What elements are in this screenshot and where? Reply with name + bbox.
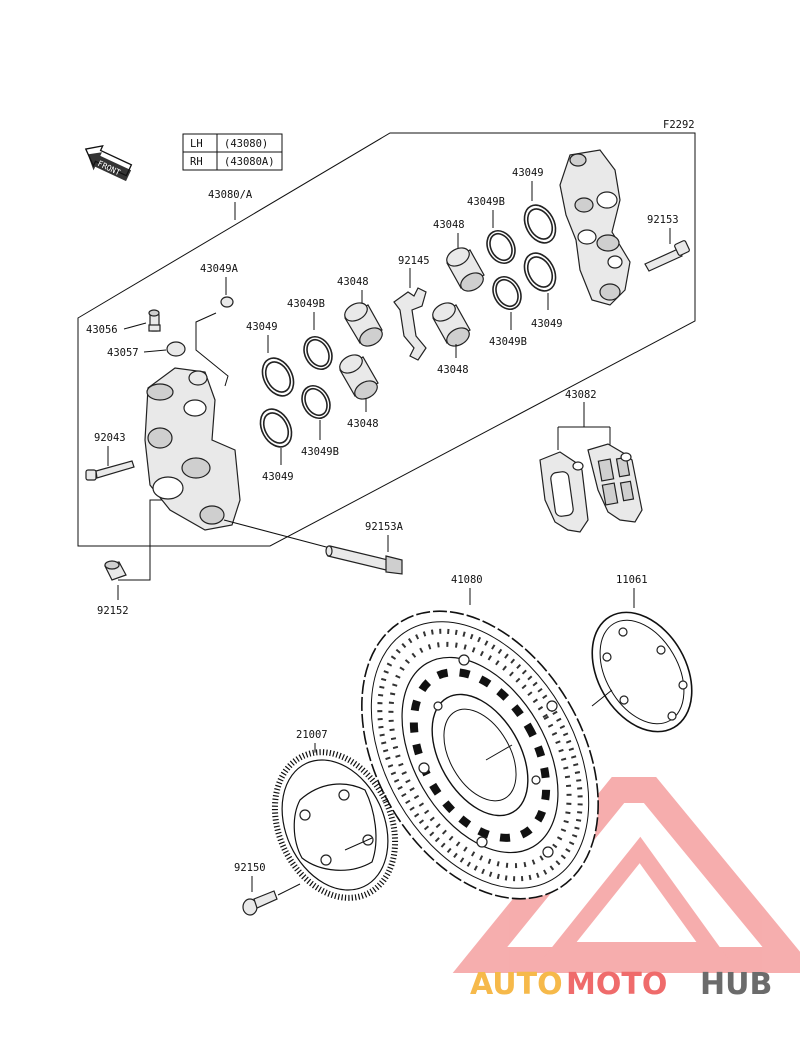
piston-seal-left-bottom-part	[259, 408, 293, 448]
label-piston-seal-left-bottom: 43049	[262, 471, 294, 483]
label-dust-seal-left-bottom: 43049B	[301, 446, 339, 458]
piston-left-top-part	[344, 302, 383, 347]
label-piston-left-bottom: 43048	[347, 418, 379, 430]
variant-part-rh: (43080A)	[224, 156, 275, 168]
dust-seal-right-top-part	[486, 229, 516, 265]
assembly-boundary	[77, 132, 696, 547]
variant-side-lh: LH	[190, 138, 203, 150]
left-caliper-body	[144, 367, 241, 531]
label-dust-seal-left-top: 43049B	[287, 298, 325, 310]
bolt-92043-part	[85, 460, 135, 481]
bleed-cap-part	[166, 341, 186, 357]
label-pin-92153a: 92153A	[365, 521, 404, 533]
watermark-text-hub: HUB	[700, 967, 772, 1002]
watermark-text: AUTO MOTO HUB	[470, 967, 772, 1002]
screw-92150-part	[242, 890, 278, 916]
piston-right-bottom-part	[432, 302, 471, 347]
watermark-text-moto: MOTO	[566, 967, 667, 1002]
piston-left-bottom-part	[339, 354, 379, 400]
watermark-text-auto: AUTO	[470, 967, 563, 1002]
piston-seal-right-top-part	[523, 204, 557, 244]
label-piston-left-top: 43048	[337, 276, 369, 288]
brake-pad-right-part	[587, 443, 643, 523]
label-piston-right-top: 43048	[433, 219, 465, 231]
piston-seal-right-bottom-part	[523, 252, 557, 292]
variant-part-lh: (43080)	[224, 138, 268, 150]
label-dust-seal-right-bottom: 43049B	[489, 336, 527, 348]
sensor-rotor-part	[271, 749, 399, 901]
label-piston-seal-left-top: 43049	[246, 321, 278, 333]
label-piston-right-bottom: 43048	[437, 364, 469, 376]
gasket-part	[591, 611, 693, 733]
label-sensor-rotor: 21007	[296, 729, 328, 741]
figure-code: F2292	[663, 119, 695, 131]
sleeve-92152-part	[104, 560, 127, 581]
right-caliper-body	[559, 149, 631, 306]
dust-seal-left-bottom-part	[301, 384, 331, 420]
label-bolt-92043: 92043	[94, 432, 126, 444]
dust-seal-left-top-part	[303, 335, 333, 371]
pin-92153a-part	[325, 545, 403, 575]
label-sleeve-92152: 92152	[97, 605, 129, 617]
dust-seal-right-bottom-part	[492, 275, 522, 311]
label-piston-seal-right-bottom: 43049	[531, 318, 563, 330]
label-screw-92150: 92150	[234, 862, 266, 874]
brake-pad-left-part	[539, 451, 589, 533]
label-bolt-92153: 92153	[647, 214, 679, 226]
label-bleed-valve: 43056	[86, 324, 118, 336]
label-brake-disc: 41080	[451, 574, 483, 586]
pad-spring-part	[393, 287, 427, 361]
piston-right-top-part	[446, 247, 485, 292]
label-bleed-cap: 43057	[107, 347, 139, 359]
washer-43049a-part	[220, 296, 234, 308]
bolt-92153-part	[644, 240, 690, 272]
label-gasket: 11061	[616, 574, 648, 586]
variant-table: LH (43080) RH (43080A)	[182, 133, 283, 171]
brake-disc-part	[361, 610, 599, 900]
label-brake-pads: 43082	[565, 389, 597, 401]
label-pad-spring: 92145	[398, 255, 430, 267]
label-caliper-assembly: 43080/A	[208, 189, 253, 201]
label-dust-seal-right-top: 43049B	[467, 196, 505, 208]
label-washer-43049a: 43049A	[200, 263, 239, 275]
front-arrow-icon: FRONT	[84, 145, 133, 182]
piston-seal-left-top-part	[261, 357, 295, 397]
label-piston-seal-right-top: 43049	[512, 167, 544, 179]
bleed-valve-part	[148, 309, 161, 332]
variant-side-rh: RH	[190, 156, 203, 168]
